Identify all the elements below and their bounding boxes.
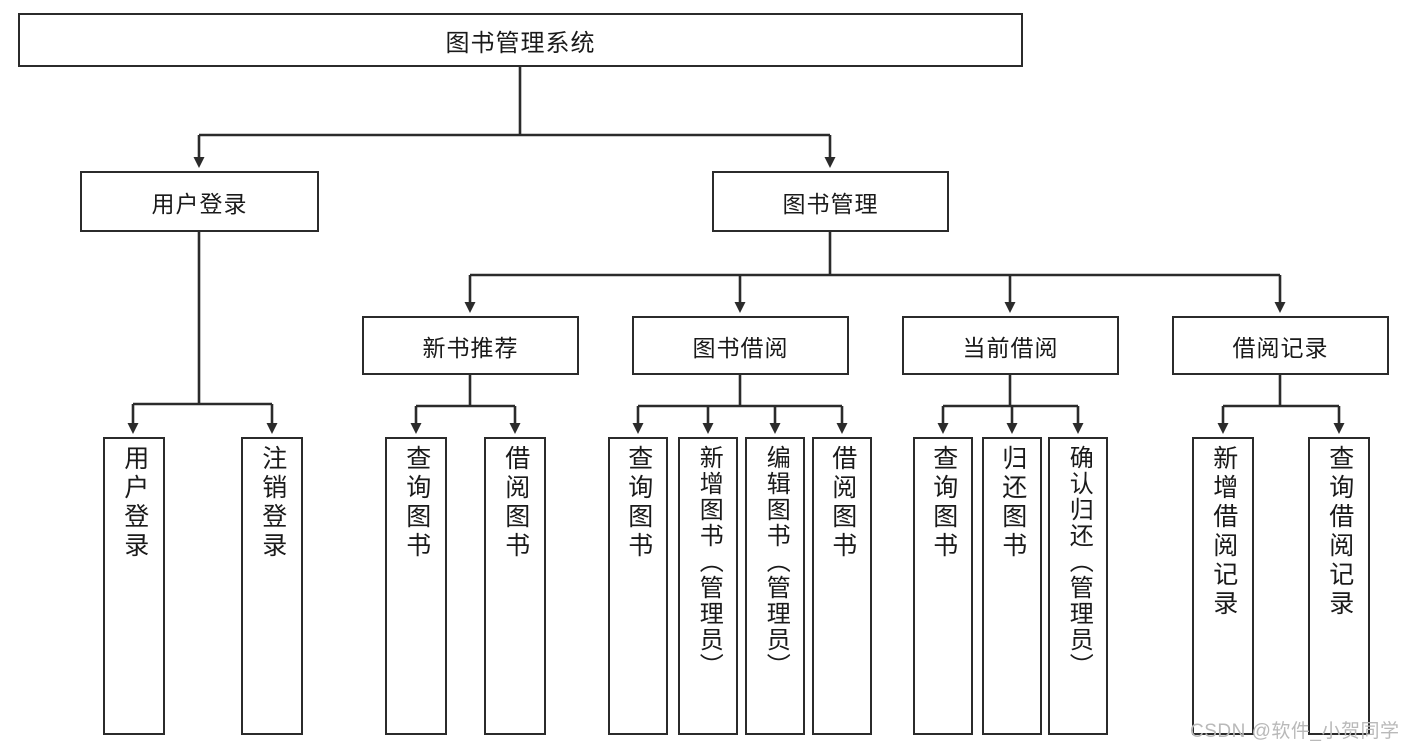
node-leaf-query-book-current-label: 查询图书 (929, 445, 958, 561)
csdn-watermark: CSDN @软件_小贺同学 (1190, 721, 1400, 742)
node-leaf-add-book-admin-label: 新增图书（管理员） (695, 445, 723, 679)
node-leaf-query-book-current[interactable]: 查询图书 (913, 437, 973, 735)
node-leaf-user-login-label: 用户登录 (120, 445, 149, 561)
node-leaf-edit-book-admin[interactable]: 编辑图书（管理员） (745, 437, 805, 735)
node-leaf-logout-login[interactable]: 注销登录 (241, 437, 303, 735)
node-leaf-add-borrow-record-label: 新增借阅记录 (1209, 445, 1238, 619)
node-book-management[interactable]: 图书管理 (712, 171, 949, 232)
node-leaf-borrow-book-rec[interactable]: 借阅图书 (484, 437, 546, 735)
node-current-borrow-label: 当前借阅 (962, 334, 1059, 361)
node-leaf-confirm-return-admin[interactable]: 确认归还（管理员） (1048, 437, 1108, 735)
node-current-borrow[interactable]: 当前借阅 (902, 316, 1119, 375)
node-user-login[interactable]: 用户登录 (80, 171, 319, 232)
node-book-borrow[interactable]: 图书借阅 (632, 316, 849, 375)
node-leaf-borrow-book-label: 借阅图书 (828, 445, 857, 561)
node-root-label: 图书管理系统 (445, 29, 596, 57)
node-leaf-edit-book-admin-label: 编辑图书（管理员） (762, 445, 790, 679)
node-leaf-query-book-rec[interactable]: 查询图书 (385, 437, 447, 735)
node-leaf-logout-login-label: 注销登录 (258, 445, 287, 561)
node-leaf-query-book-borrow-label: 查询图书 (624, 445, 653, 561)
node-new-book-recommend-label: 新书推荐 (422, 334, 519, 361)
node-leaf-return-book-label: 归还图书 (998, 445, 1027, 561)
node-leaf-query-borrow-record-label: 查询借阅记录 (1325, 445, 1354, 619)
node-book-borrow-label: 图书借阅 (692, 334, 789, 361)
node-borrow-record[interactable]: 借阅记录 (1172, 316, 1389, 375)
node-book-management-label: 图书管理 (782, 190, 879, 217)
node-leaf-add-borrow-record[interactable]: 新增借阅记录 (1192, 437, 1254, 735)
node-new-book-recommend[interactable]: 新书推荐 (362, 316, 579, 375)
node-leaf-query-book-borrow[interactable]: 查询图书 (608, 437, 668, 735)
node-leaf-borrow-book[interactable]: 借阅图书 (812, 437, 872, 735)
node-leaf-query-borrow-record[interactable]: 查询借阅记录 (1308, 437, 1370, 735)
node-leaf-confirm-return-admin-label: 确认归还（管理员） (1065, 445, 1093, 679)
node-leaf-add-book-admin[interactable]: 新增图书（管理员） (678, 437, 738, 735)
node-user-login-label: 用户登录 (151, 190, 248, 217)
node-leaf-return-book[interactable]: 归还图书 (982, 437, 1042, 735)
node-leaf-query-book-rec-label: 查询图书 (402, 445, 431, 561)
node-root[interactable]: 图书管理系统 (18, 13, 1023, 67)
node-leaf-user-login[interactable]: 用户登录 (103, 437, 165, 735)
node-leaf-borrow-book-rec-label: 借阅图书 (501, 445, 530, 561)
node-borrow-record-label: 借阅记录 (1232, 334, 1329, 361)
